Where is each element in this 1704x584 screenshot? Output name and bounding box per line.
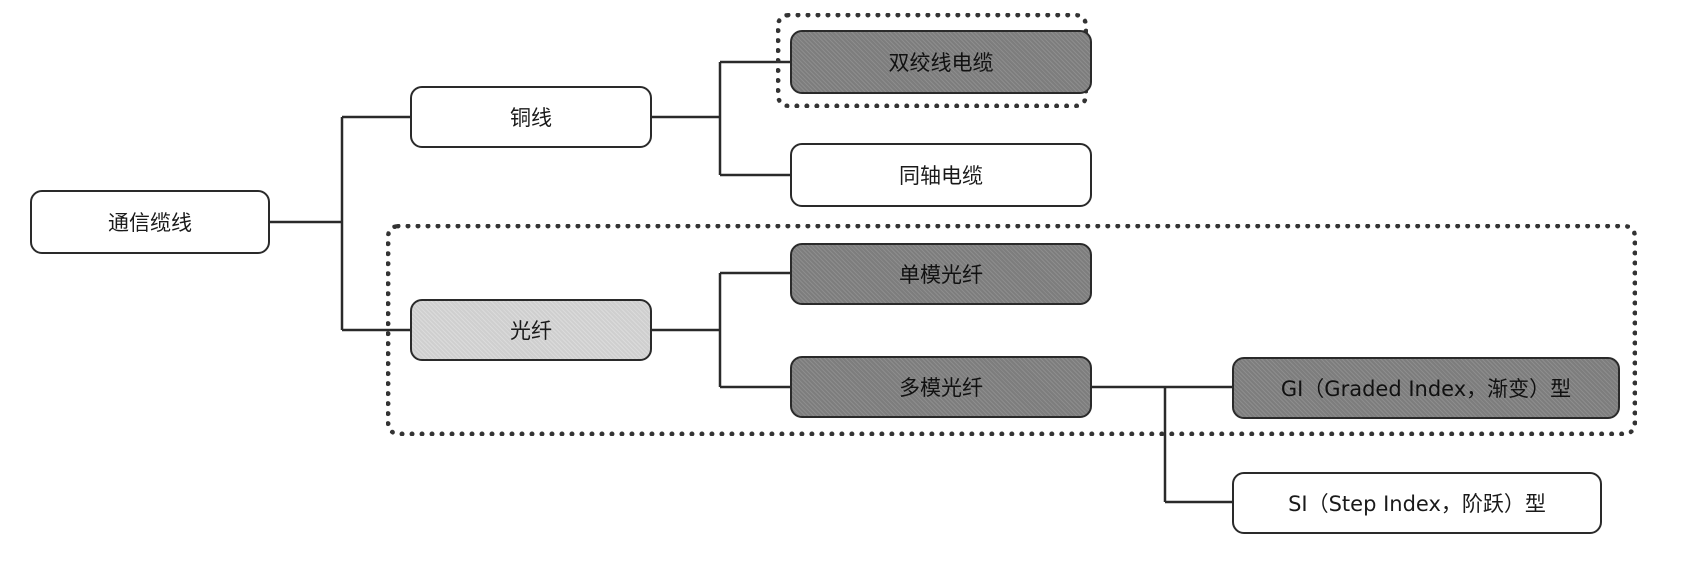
node-step-index: SI（Step Index，阶跃）型 bbox=[1232, 472, 1602, 534]
node-graded-index: GI（Graded Index，渐变）型 bbox=[1232, 357, 1620, 419]
node-root: 通信缆线 bbox=[30, 190, 270, 254]
node-multi-mode: 多模光纤 bbox=[790, 356, 1092, 418]
node-coaxial: 同轴电缆 bbox=[790, 143, 1092, 207]
node-fiber: 光纤 bbox=[410, 299, 652, 361]
node-single-mode: 单模光纤 bbox=[790, 243, 1092, 305]
highlight-frame-fiber bbox=[386, 224, 1637, 436]
node-copper: 铜线 bbox=[410, 86, 652, 148]
node-twisted-pair: 双绞线电缆 bbox=[790, 30, 1092, 94]
